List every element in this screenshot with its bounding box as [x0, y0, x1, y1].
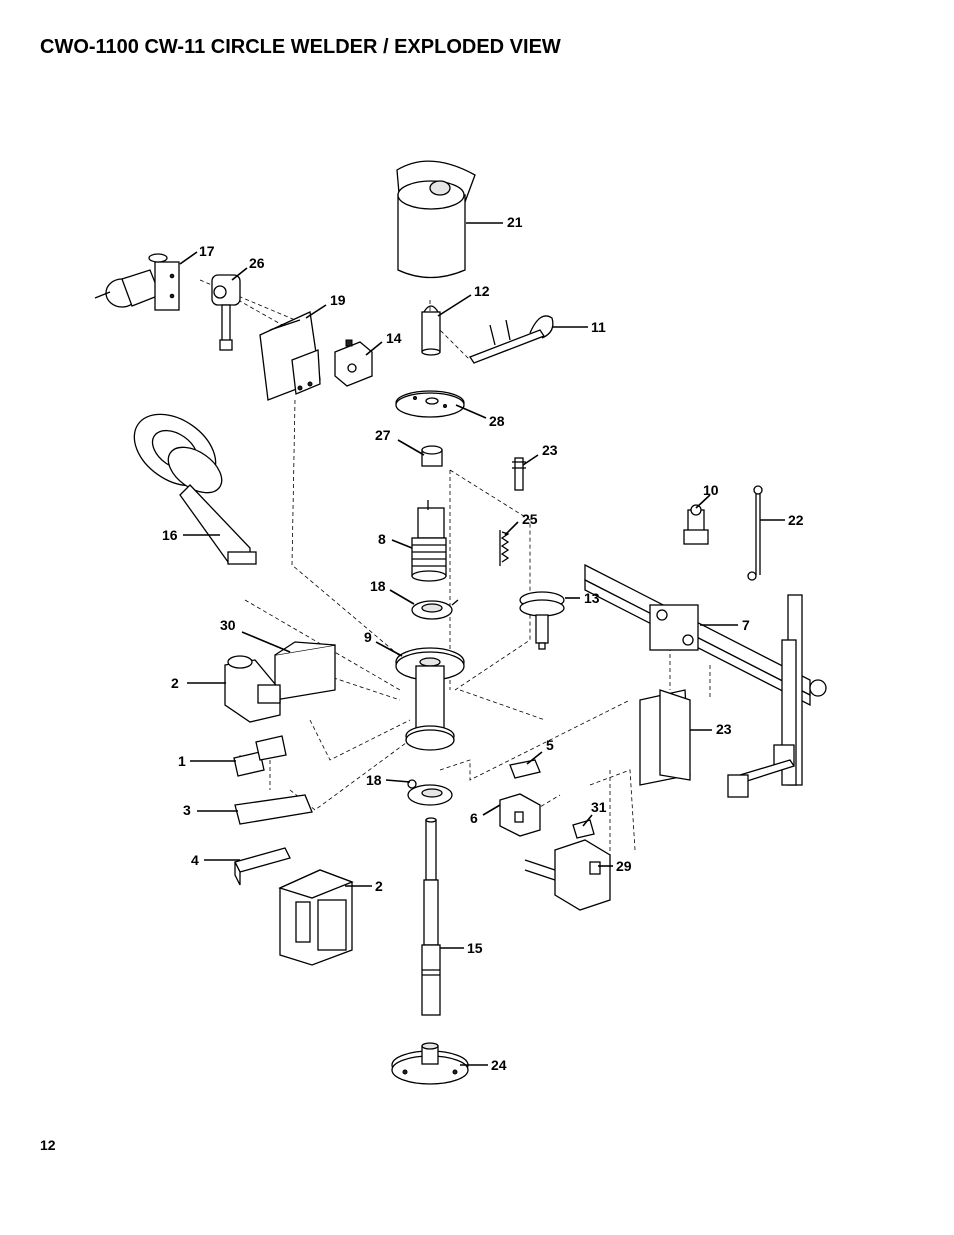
part-18-clamp-lower [407, 779, 453, 806]
part-27-nut [421, 445, 443, 467]
part-6-control-box [499, 793, 541, 837]
callout-23-lower: 23 [716, 721, 732, 737]
callout-4: 4 [191, 852, 199, 868]
part-12-holder [421, 305, 441, 356]
callout-23-upper: 23 [542, 442, 558, 458]
callout-12: 12 [474, 283, 490, 299]
callout-26: 26 [249, 255, 265, 271]
callout-25: 25 [522, 511, 538, 527]
part-17-motor [94, 253, 180, 311]
part-25-spring [499, 530, 510, 566]
part-13-manifold [519, 591, 565, 650]
callout-29: 29 [616, 858, 632, 874]
callout-14: 14 [386, 330, 402, 346]
part-7-boom [584, 563, 827, 798]
part-14-switch-box [334, 339, 373, 387]
callout-7: 7 [742, 617, 750, 633]
part-2-cabinet [278, 869, 354, 966]
callout-9: 9 [364, 629, 372, 645]
callout-27: 27 [375, 427, 391, 443]
part-30-cover [274, 641, 336, 701]
page-number: 12 [40, 1137, 56, 1153]
part-8-coil [411, 500, 447, 582]
part-18-clamp-upper [411, 599, 459, 620]
part-24-base [391, 1042, 469, 1085]
callout-13: 13 [584, 590, 600, 606]
part-21-cover [396, 160, 476, 279]
leader-lines [179, 222, 785, 1066]
part-9-column [395, 647, 465, 751]
part-15-mast [421, 817, 441, 1016]
callout-2-upper: 2 [171, 675, 179, 691]
callout-11: 11 [591, 319, 606, 335]
part-28-disc [395, 390, 465, 418]
callout-28: 28 [489, 413, 505, 429]
callout-6: 6 [470, 810, 478, 826]
part-22-rod [747, 485, 763, 581]
part-2-drive [224, 655, 281, 723]
part-1-block [233, 735, 287, 777]
callout-31: 31 [591, 799, 607, 815]
part-10-fitting [683, 504, 709, 545]
callout-1: 1 [178, 753, 186, 769]
part-23-stand-bracket [639, 689, 691, 786]
callout-8: 8 [378, 531, 386, 547]
callout-22: 22 [788, 512, 804, 528]
part-16-reel-arm [133, 413, 257, 565]
part-31-plate [572, 819, 595, 839]
part-3-plate [234, 794, 313, 825]
callout-30: 30 [220, 617, 236, 633]
part-11-arm [469, 315, 554, 364]
callout-labels: 21 17 26 19 12 11 14 28 27 23 10 22 25 1… [162, 214, 804, 1073]
callout-19: 19 [330, 292, 346, 308]
part-19-plate [259, 311, 321, 401]
part-5-bracket [509, 759, 541, 779]
page-title: CWO-1100 CW-11 CIRCLE WELDER / EXPLODED … [40, 36, 561, 58]
part-26-bracket [211, 274, 241, 351]
callout-18-upper: 18 [370, 578, 386, 594]
callout-3: 3 [183, 802, 191, 818]
callout-16: 16 [162, 527, 178, 543]
callout-24: 24 [491, 1057, 507, 1073]
callout-10: 10 [703, 482, 719, 498]
callout-2-lower: 2 [375, 878, 383, 894]
callout-21: 21 [507, 214, 523, 230]
callout-15: 15 [467, 940, 483, 956]
part-23-rod [512, 457, 526, 491]
callout-18-lower: 18 [366, 772, 382, 788]
callout-5: 5 [546, 737, 554, 753]
part-4-plate [234, 847, 291, 886]
callout-17: 17 [199, 243, 215, 259]
part-29-electrical-box [524, 839, 611, 911]
